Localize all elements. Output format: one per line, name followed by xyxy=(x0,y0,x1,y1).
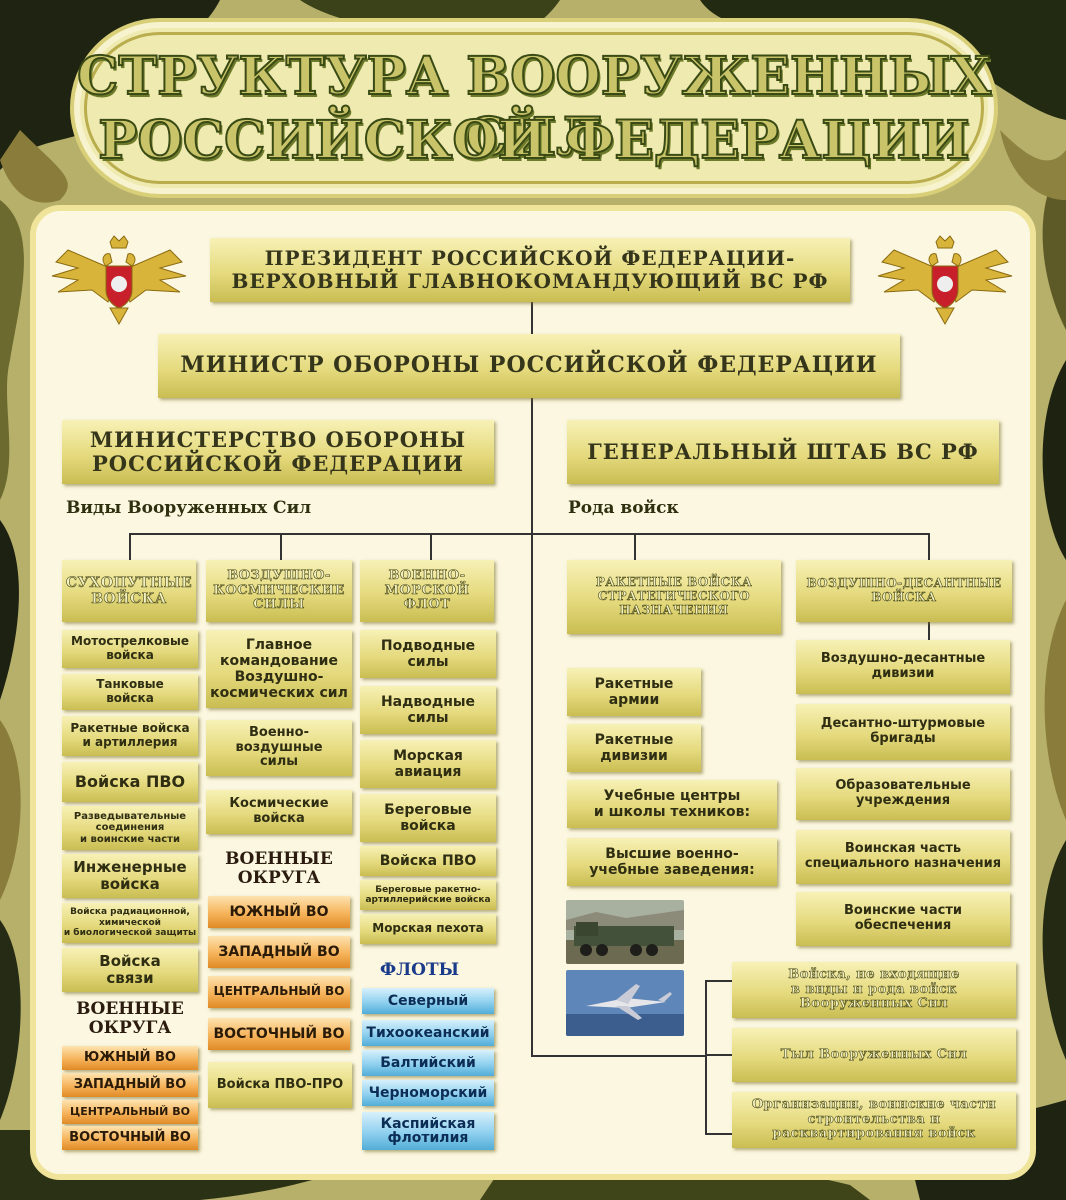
connector xyxy=(634,533,636,561)
fleets-title: ФЛОТЫ xyxy=(380,960,459,980)
list-item: Образовательные учреждения xyxy=(796,768,1010,820)
ministry-box: МИНИСТЕРСТВО ОБОРОНЫ РОССИЙСКОЙ ФЕДЕРАЦИ… xyxy=(62,420,494,484)
list-item: Береговые ракетно- артиллерийские войска xyxy=(360,880,496,910)
district-item: ЗАПАДНЫЙ ВО xyxy=(208,936,350,968)
list-item: Высшие военно- учебные заведения: xyxy=(567,838,777,886)
aerospace-forces-head: ВОЗДУШНО- КОСМИЧЕСКИЕ СИЛЫ xyxy=(206,560,352,622)
other-troops-box: Войска, не входящие в виды и рода войск … xyxy=(732,962,1016,1018)
branches-label: Рода войск xyxy=(568,498,679,518)
list-item: Морская пехота xyxy=(360,914,496,944)
double-headed-eagle-icon xyxy=(48,232,190,328)
list-item: Береговые войска xyxy=(360,794,496,842)
title-banner: СТРУКТУРА ВООРУЖЕННЫХ СИЛ РОССИЙСКОЙ ФЕД… xyxy=(70,18,998,198)
connector xyxy=(705,980,707,1135)
list-item: Разведывательные соединения и воинские ч… xyxy=(62,806,198,850)
district-item: ЦЕНТРАЛЬНЫЙ ВО xyxy=(208,976,350,1008)
list-item: Войска ПВО xyxy=(62,762,198,802)
list-item: Ракетные дивизии xyxy=(567,724,701,772)
connector xyxy=(705,1133,732,1135)
list-item: Воинские части обеспечения xyxy=(796,892,1010,946)
airborne-forces-head: ВОЗДУШНО-ДЕСАНТНЫЕ ВОЙСКА xyxy=(796,560,1012,622)
general-staff-box: ГЕНЕРАЛЬНЫЙ ШТАБ ВС РФ xyxy=(567,420,999,484)
rear-services-box: Тыл Вооруженных Сил xyxy=(732,1028,1016,1082)
district-item: ЮЖНЫЙ ВО xyxy=(208,896,350,928)
district-item: ЦЕНТРАЛЬНЫЙ ВО xyxy=(62,1100,198,1124)
fleet-item: Тихоокеанский xyxy=(362,1020,494,1046)
list-item: Танковые войска xyxy=(62,674,198,710)
missile-launcher-photo xyxy=(566,900,684,964)
connector xyxy=(531,396,533,1056)
list-item: Инженерные войска xyxy=(62,854,198,898)
strategic-missile-forces-head: РАКЕТНЫЕ ВОЙСКА СТРАТЕГИЧЕСКОГО НАЗНАЧЕН… xyxy=(567,560,781,634)
list-item: Ракетные армии xyxy=(567,668,701,716)
president-box: ПРЕЗИДЕНТ РОССИЙСКОЙ ФЕДЕРАЦИИ- ВЕРХОВНЫ… xyxy=(210,238,850,302)
military-districts-title: ВОЕННЫЕ ОКРУГА xyxy=(62,1000,198,1037)
fleet-item: Балтийский xyxy=(362,1050,494,1076)
fleet-item: Каспийская флотилия xyxy=(362,1112,494,1150)
connector xyxy=(280,533,282,561)
district-item: ВОСТОЧНЫЙ ВО xyxy=(62,1126,198,1150)
district-item: ЗАПАДНЫЙ ВО xyxy=(62,1073,198,1097)
military-districts-title: ВОЕННЫЕ ОКРУГА xyxy=(206,850,352,887)
list-item: Войска ПВО xyxy=(360,846,496,876)
district-item: ВОСТОЧНЫЙ ВО xyxy=(208,1018,350,1050)
list-item: Войска радиационной, химической и биолог… xyxy=(62,903,198,943)
services-label: Виды Вооруженных Сил xyxy=(66,498,311,518)
list-item: Космические войска xyxy=(206,790,352,834)
navy-head: ВОЕННО- МОРСКОЙ ФЛОТ xyxy=(360,560,494,622)
title-line-2: РОССИЙСКОЙ ФЕДЕРАЦИИ xyxy=(74,110,994,171)
list-item: Десантно-штурмовые бригады xyxy=(796,704,1010,760)
connector xyxy=(430,533,432,561)
fleet-item: Северный xyxy=(362,988,494,1014)
list-item: Учебные центры и школы техников: xyxy=(567,780,777,828)
list-item: Воздушно-десантные дивизии xyxy=(796,640,1010,694)
list-item: Войска ПВО-ПРО xyxy=(208,1062,352,1108)
list-item: Войска связи xyxy=(62,948,198,992)
fighter-jet-photo xyxy=(566,970,684,1036)
connector xyxy=(705,1054,732,1056)
list-item: Военно- воздушные силы xyxy=(206,720,352,776)
minister-box: МИНИСТР ОБОРОНЫ РОССИЙСКОЙ ФЕДЕРАЦИИ xyxy=(158,334,900,398)
list-item: Подводные силы xyxy=(360,630,496,678)
connector xyxy=(129,533,131,561)
list-item: Мотострелковые войска xyxy=(62,630,198,668)
district-item: ЮЖНЫЙ ВО xyxy=(62,1046,198,1070)
list-item: Главное командование Воздушно- космическ… xyxy=(206,630,352,708)
list-item: Надводные силы xyxy=(360,686,496,734)
construction-organizations-box: Организации, воинские части строительств… xyxy=(732,1092,1016,1148)
list-item: Воинская часть специального назначения xyxy=(796,830,1010,884)
connector xyxy=(531,1055,706,1057)
list-item: Морская авиация xyxy=(360,740,496,788)
double-headed-eagle-icon xyxy=(874,232,1016,328)
fleet-item: Черноморский xyxy=(362,1080,494,1106)
list-item: Ракетные войска и артиллерия xyxy=(62,716,198,756)
ground-forces-head: СУХОПУТНЫЕ ВОЙСКА xyxy=(62,560,196,622)
connector xyxy=(705,980,732,982)
connector xyxy=(928,533,930,561)
connector xyxy=(129,533,930,535)
